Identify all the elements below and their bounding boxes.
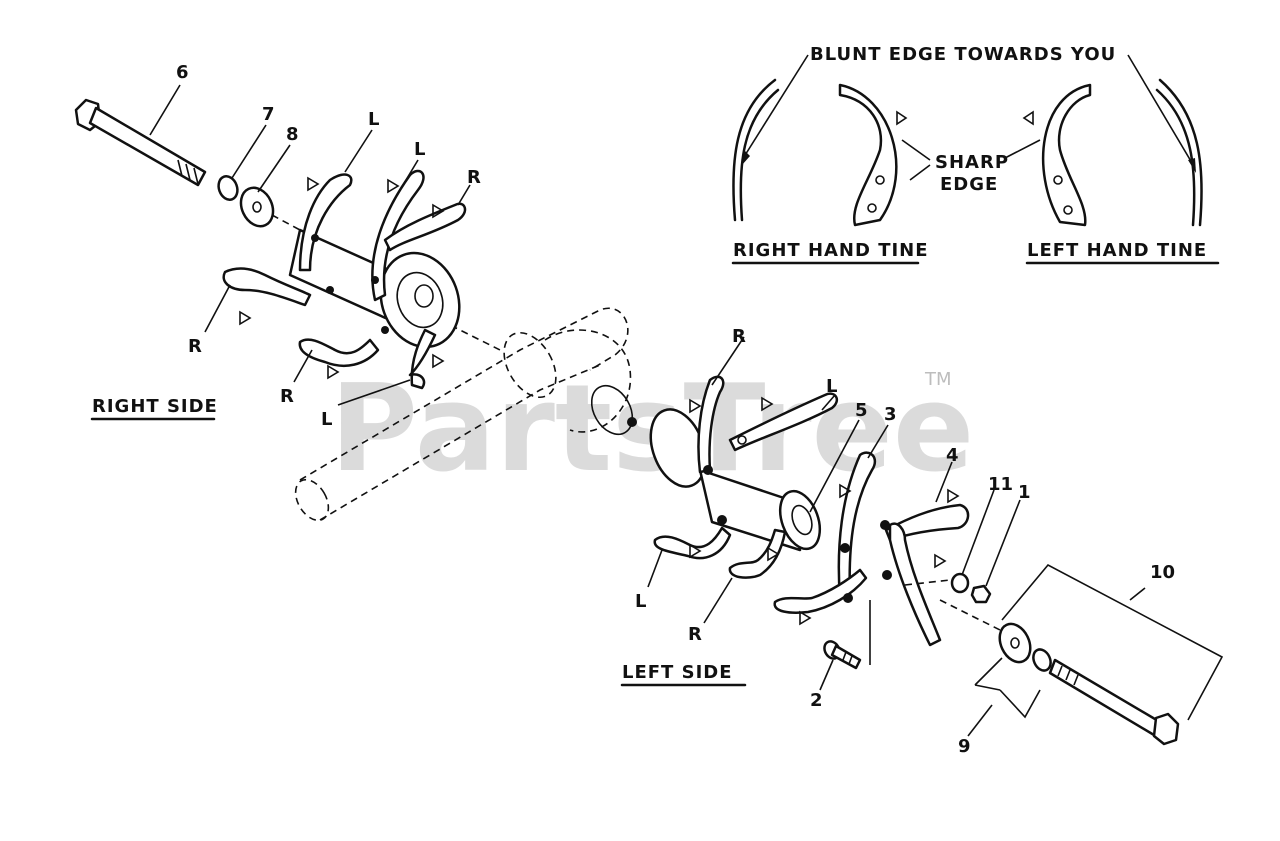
part-number-1: 1 [1018, 482, 1031, 503]
edge-label: EDGE [940, 174, 998, 195]
right-side-tine-L-upper [298, 173, 353, 272]
bolt-part-6 [74, 98, 207, 187]
part-number-5: 5 [855, 400, 868, 421]
lock-nut-part-1 [970, 584, 992, 604]
tine-letter-L-3: L [321, 409, 332, 430]
watermark-trademark: TM [924, 369, 952, 390]
flat-washer-part-8 [239, 186, 275, 228]
tine-letter-R-2: R [188, 336, 202, 357]
lock-washer-part-9 [1032, 648, 1052, 672]
right-side-tine-R-upper [383, 202, 467, 252]
part-number-4: 4 [946, 445, 959, 466]
right-side-caption: RIGHT SIDE [92, 396, 218, 417]
part-number-8: 8 [286, 124, 299, 145]
flat-washer-part-9 [998, 622, 1032, 664]
tine-letter-R-5: R [688, 624, 702, 645]
tine-letter-R-3: R [280, 386, 294, 407]
right-side-tine-assembly [74, 84, 471, 406]
right-hand-tine-caption: RIGHT HAND TINE [733, 240, 929, 261]
tine-orientation-inset: BLUNT EDGE TOWARDS YOU SHARP EDGE RIGHT … [731, 44, 1220, 265]
bolt-part-10 [1048, 658, 1180, 746]
part-number-11: 11 [988, 474, 1013, 495]
bracket-part-9 [974, 657, 1041, 719]
tine-letter-R-4: R [732, 326, 746, 347]
tiller-shaft [294, 307, 637, 522]
left-side-caption: LEFT SIDE [622, 662, 733, 683]
right-tine-front-view [838, 83, 898, 227]
left-side-tine-lower-front [773, 568, 868, 614]
bracket-part-10 [1001, 563, 1224, 721]
tine-letter-R-1: R [467, 167, 481, 188]
left-hand-tine-caption: LEFT HAND TINE [1027, 240, 1207, 261]
part-number-9: 9 [958, 736, 971, 757]
tine-part-4 [884, 503, 970, 542]
bolt-part-2 [823, 600, 871, 670]
tine-part-3 [837, 451, 877, 600]
part-number-7: 7 [262, 104, 275, 125]
right-hub-flange [379, 251, 461, 349]
left-tine-side-profile [1158, 78, 1203, 227]
left-side-tine-right-lower [888, 522, 942, 647]
part-number-2: 2 [810, 690, 823, 711]
nut-part-11 [950, 572, 970, 594]
right-side-tine-L-lower [408, 328, 437, 390]
part-number-6: 6 [176, 62, 189, 83]
tine-letter-L-4: L [826, 376, 837, 397]
tine-letter-L-2: L [414, 139, 425, 160]
left-tine-front-view [1041, 83, 1092, 227]
right-tine-side-profile [732, 78, 777, 222]
right-side-tine-R-left [222, 267, 312, 307]
left-side-tine-R-upper [697, 375, 725, 474]
sharp-label: SHARP [935, 152, 1009, 173]
part-number-10: 10 [1150, 562, 1175, 583]
tine-letter-L-1: L [368, 109, 379, 130]
right-side-tine-R-lower [298, 338, 380, 367]
part-number-3: 3 [884, 404, 897, 425]
left-side-tine-R-lower [728, 528, 787, 579]
blunt-edge-label: BLUNT EDGE TOWARDS YOU [810, 44, 1116, 65]
tine-letter-L-5: L [635, 591, 646, 612]
lock-washer-part-7 [217, 175, 239, 201]
left-side-tine-assembly [647, 336, 1224, 746]
right-side-tine-L-mid [371, 169, 425, 302]
left-side-tine-L-upper [728, 392, 839, 452]
left-side-tine-L-lower [653, 526, 732, 560]
